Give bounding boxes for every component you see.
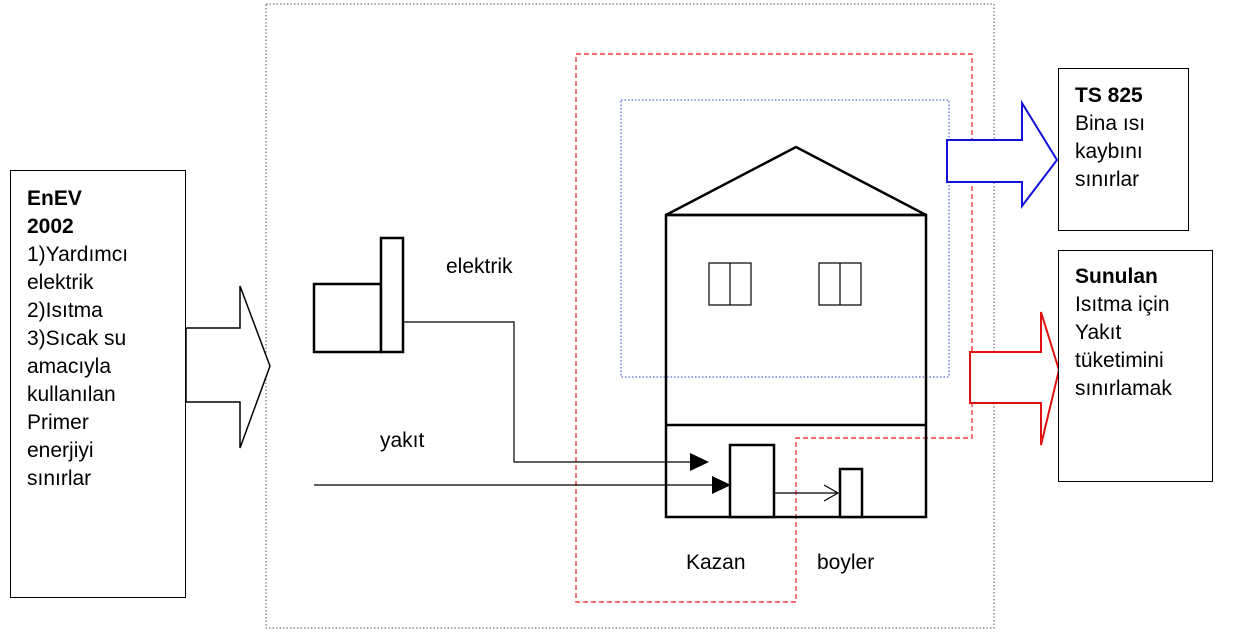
enev-line: elektrik <box>27 271 94 294</box>
fuel-consumption-boundary <box>575 53 973 603</box>
ts825-output-arrow <box>946 99 1059 209</box>
enev-line: enerjiyi <box>27 439 94 462</box>
kazan-boiler <box>728 443 776 519</box>
ts825-line: sınırlar <box>1075 168 1140 191</box>
ts825-title: TS 825 <box>1075 84 1143 107</box>
yakit-arrowhead <box>712 476 731 494</box>
kazan-boyler-arrowhead <box>823 484 840 502</box>
sunulan-title: Sunulan <box>1075 265 1158 288</box>
enev-line: 3)Sıcak su <box>27 327 127 350</box>
sunulan-line: Isıtma için <box>1075 293 1170 316</box>
yakit-label: yakıt <box>380 429 425 452</box>
elektrik-label: elektrik <box>446 255 513 278</box>
enev-line: 1)Yardımcı <box>27 243 129 266</box>
sunulan-line: Yakıt <box>1075 321 1122 344</box>
elektrik-arrowhead <box>690 453 709 471</box>
enev-line: sınırlar <box>27 467 92 490</box>
enev-input-arrow <box>185 285 271 449</box>
house-body <box>664 213 928 519</box>
ts825-line: kaybını <box>1075 140 1143 163</box>
sunulan-box: Sunulan Isıtma için Yakıt tüketimini sın… <box>1058 250 1213 482</box>
ts825-box: TS 825 Bina ısı kaybını sınırlar <box>1058 68 1189 231</box>
enev-title-line1: EnEV <box>27 187 82 210</box>
elektrik-line <box>403 321 690 463</box>
sunulan-line: sınırlamak <box>1075 377 1172 400</box>
house-roof <box>665 145 927 217</box>
power-plant-icon <box>312 236 405 354</box>
sunulan-line: tüketimini <box>1075 349 1164 372</box>
enev-title-line2: 2002 <box>27 215 74 238</box>
sunulan-output-arrow <box>969 311 1061 446</box>
enev-box: EnEV 2002 1)Yardımcı elektrik 2)Isıtma 3… <box>10 170 186 598</box>
enev-line: Primer <box>27 411 89 434</box>
enev-line: kullanılan <box>27 383 116 406</box>
heat-loss-boundary <box>620 99 950 378</box>
window-right <box>818 262 862 306</box>
kazan-label: Kazan <box>686 551 746 574</box>
ts825-line: Bina ısı <box>1075 112 1146 135</box>
house <box>664 145 928 519</box>
window-left <box>708 262 752 306</box>
system-boundary <box>265 3 995 629</box>
enev-line: amacıyla <box>27 355 112 378</box>
boyler-water-heater <box>838 467 864 519</box>
boyler-label: boyler <box>817 551 875 574</box>
enev-line: 2)Isıtma <box>27 299 103 322</box>
